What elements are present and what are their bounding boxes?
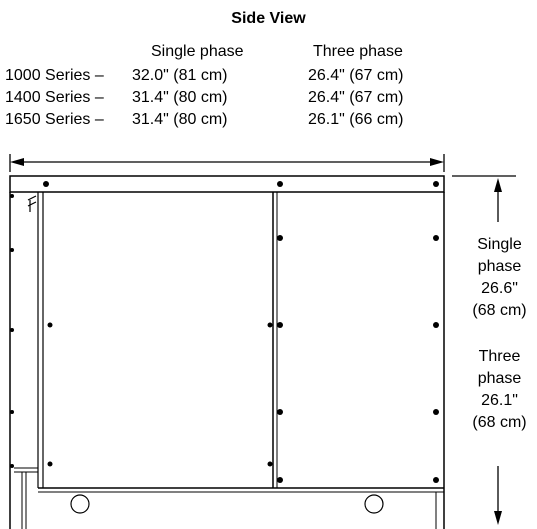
single-phase-height-label: Single phase 26.6" (68 cm) — [472, 236, 527, 319]
single-phase-width: 31.4" (80 cm) — [132, 89, 228, 106]
height-dimension-line — [452, 175, 516, 525]
foot-hole — [364, 494, 384, 514]
series-label: 1400 Series – — [5, 89, 104, 106]
three-phase-width: 26.4" (67 cm) — [308, 67, 404, 84]
series-label: 1650 Series – — [5, 111, 104, 128]
series-label: 1000 Series – — [5, 67, 104, 84]
three-phase-height-label: Three phase 26.1" (68 cm) — [472, 348, 527, 431]
single-phase-width: 32.0" (81 cm) — [132, 67, 228, 84]
three-phase-width: 26.4" (67 cm) — [308, 89, 404, 106]
width-dimension-line — [9, 154, 445, 172]
foot-hole — [70, 494, 90, 514]
fasteners — [10, 181, 439, 483]
diagram-title: Side View — [231, 10, 306, 27]
header-single-phase: Single phase — [151, 43, 244, 60]
single-phase-width: 31.4" (80 cm) — [132, 111, 228, 128]
three-phase-width: 26.1" (66 cm) — [308, 111, 404, 128]
unit-body — [9, 175, 445, 529]
header-three-phase: Three phase — [313, 43, 403, 60]
